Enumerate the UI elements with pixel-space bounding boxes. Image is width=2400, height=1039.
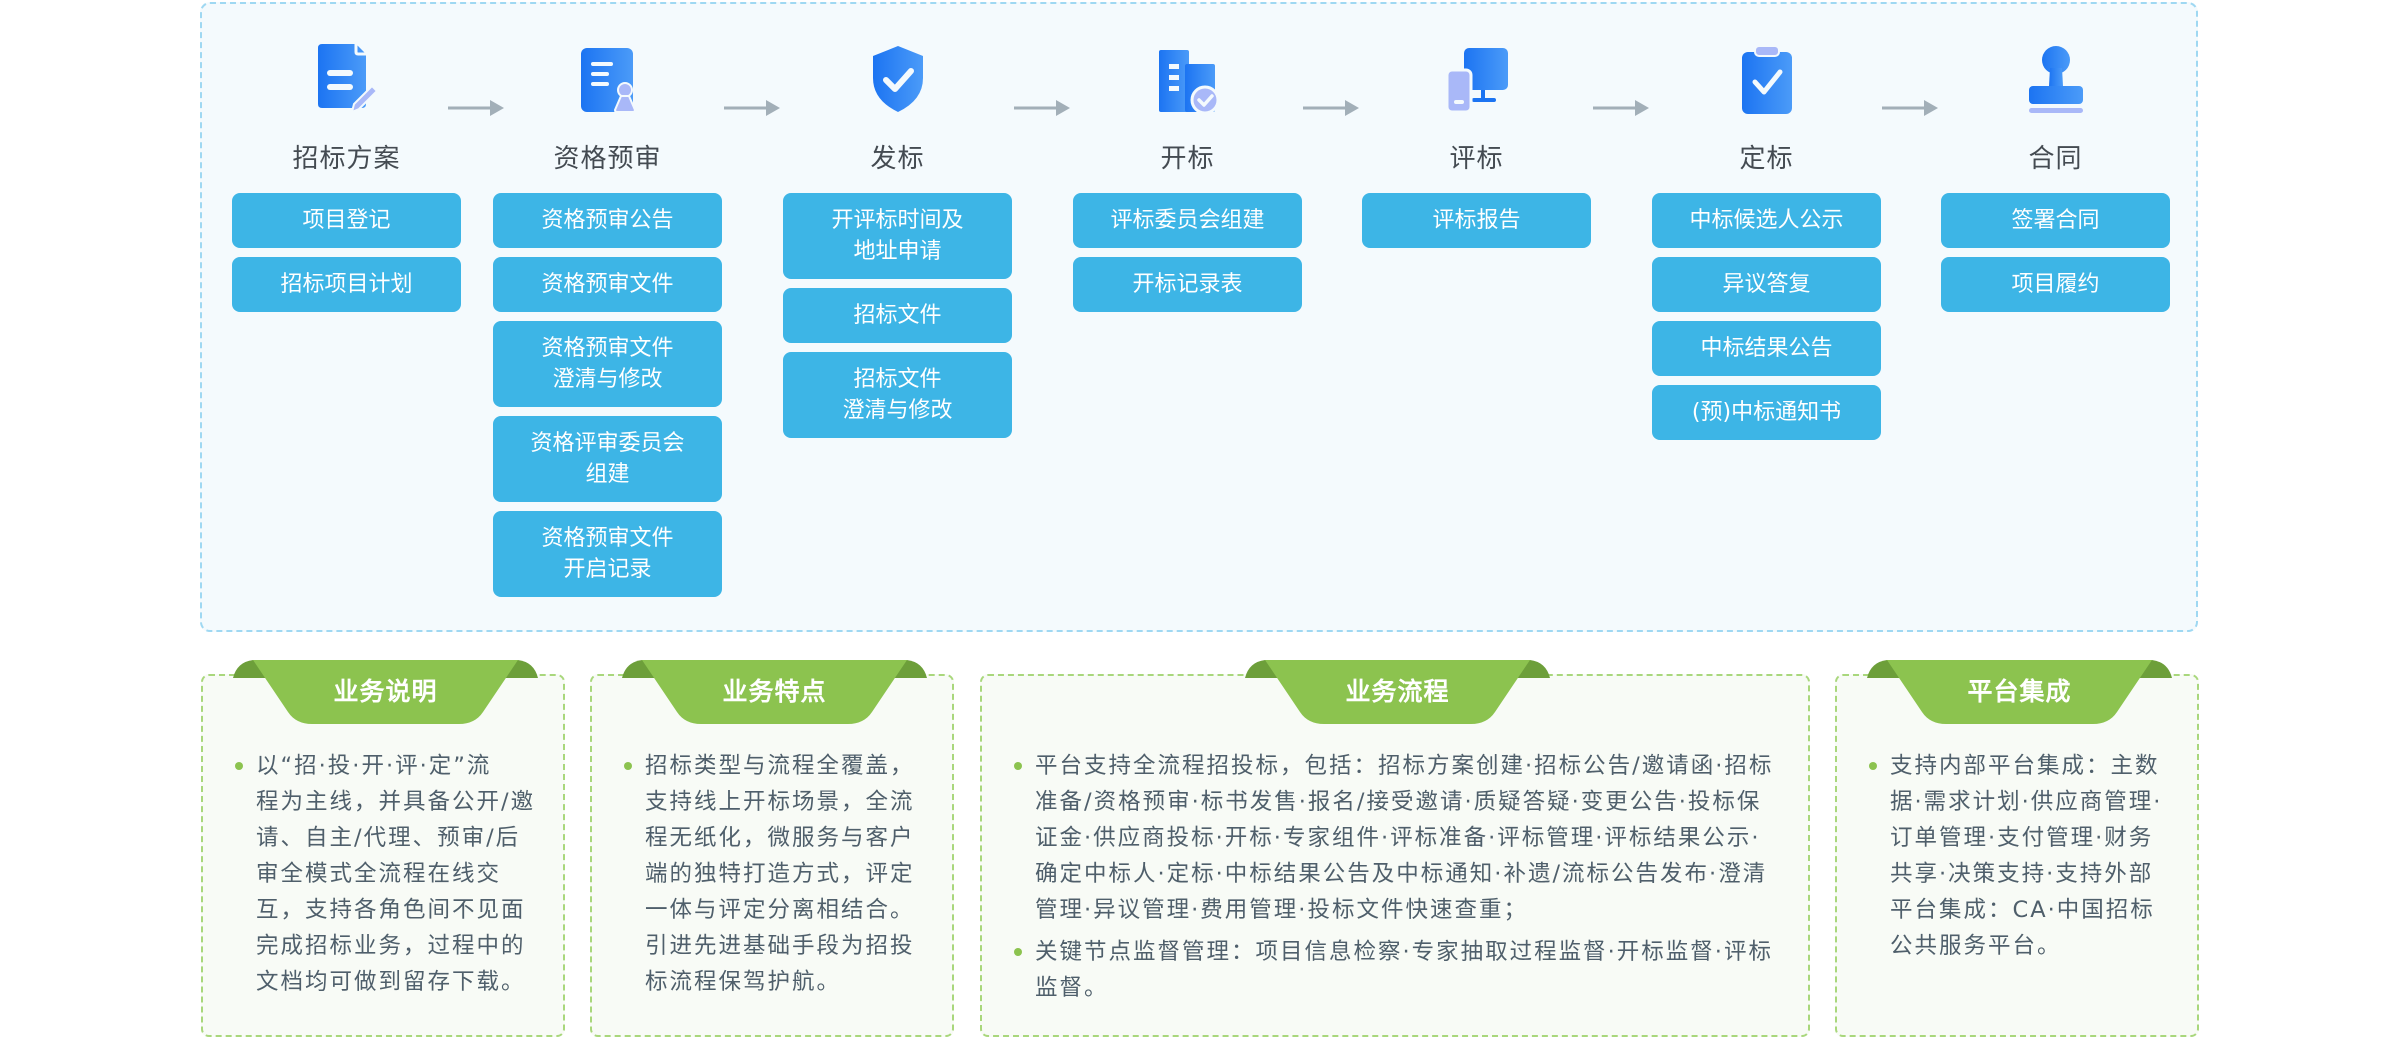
step-button[interactable]: (预)中标通知书 [1652, 385, 1881, 440]
step-button[interactable]: 资格预审文件 开启记录 [493, 511, 722, 597]
step-button[interactable]: 资格预审文件 [493, 257, 722, 312]
bullet-dot-icon [235, 762, 243, 770]
stage-step-list: 评标报告 [1362, 193, 1591, 257]
bullet-text: 以“招·投·开·评·定”流 程为主线，并具备公开/邀 请、自主/代理、预审/后 … [256, 753, 536, 995]
arrow-right-icon [448, 98, 506, 118]
ribbon-header: 业务特点 [622, 660, 927, 726]
bullet-dot-icon [1869, 762, 1877, 770]
card-title: 业务特点 [722, 677, 827, 706]
card-title: 业务说明 [333, 677, 438, 706]
ribbon-header: 平台集成 [1867, 660, 2172, 726]
step-button[interactable]: 中标结果公告 [1652, 321, 1881, 376]
bullet-item: 平台支持全流程招投标，包括：招标方案创建·招标公告/邀请函·招标 准备/资格预审… [1012, 748, 1782, 928]
document-edit-icon [314, 42, 380, 118]
clipboard-check-icon [1734, 42, 1800, 118]
stamp-icon [2023, 42, 2089, 118]
stage-title: 合同 [2028, 144, 2083, 174]
step-button[interactable]: 签署合同 [1941, 193, 2170, 248]
stage-title: 开标 [1160, 144, 1215, 174]
bullet-text: 平台支持全流程招投标，包括：招标方案创建·招标公告/邀请函·招标 准备/资格预审… [1035, 753, 1774, 923]
card-body: 支持内部平台集成：主数 据·需求计划·供应商管理· 订单管理·支付管理·财务 共… [1867, 748, 2171, 970]
info-card: 业务流程平台支持全流程招投标，包括：招标方案创建·招标公告/邀请函·招标 准备/… [980, 660, 1810, 1037]
shield-check-icon [865, 42, 931, 118]
bullet-item: 关键节点监督管理：项目信息检察·专家抽取过程监督·开标监督·评标 监督。 [1012, 934, 1782, 1006]
document-stamp-icon [575, 42, 641, 118]
step-button[interactable]: 中标候选人公示 [1652, 193, 1881, 248]
arrow-right-icon [1303, 98, 1361, 118]
step-button[interactable]: 招标文件 [783, 288, 1012, 343]
step-button[interactable]: 资格评审委员会 组建 [493, 416, 722, 502]
bullet-dot-icon [1014, 762, 1022, 770]
stage-step-list: 项目登记招标项目计划 [232, 193, 461, 321]
bullet-dot-icon [1014, 948, 1022, 956]
card-title: 平台集成 [1967, 677, 2072, 706]
step-button[interactable]: 评标报告 [1362, 193, 1591, 248]
step-button[interactable]: 开标记录表 [1073, 257, 1302, 312]
stage-title: 资格预审 [553, 144, 662, 174]
info-card: 业务特点招标类型与流程全覆盖， 支持线上开标场景，全流 程无纸化，微服务与客户 … [590, 660, 954, 1037]
card-body: 平台支持全流程招投标，包括：招标方案创建·招标公告/邀请函·招标 准备/资格预审… [1012, 748, 1782, 1012]
bullet-text: 关键节点监督管理：项目信息检察·专家抽取过程监督·开标监督·评标 监督。 [1035, 939, 1773, 1001]
ribbon-header: 业务说明 [233, 660, 538, 726]
bullet-dot-icon [624, 762, 632, 770]
arrow-right-icon [1014, 98, 1072, 118]
card-body: 招标类型与流程全覆盖， 支持线上开标场景，全流 程无纸化，微服务与客户 端的独特… [622, 748, 926, 1006]
step-button[interactable]: 开评标时间及 地址申请 [783, 193, 1012, 279]
stage-title: 评标 [1449, 144, 1504, 174]
bullet-item: 招标类型与流程全覆盖， 支持线上开标场景，全流 程无纸化，微服务与客户 端的独特… [622, 748, 926, 1000]
card-title: 业务流程 [1345, 677, 1450, 706]
bullet-text: 支持内部平台集成：主数 据·需求计划·供应商管理· 订单管理·支付管理·财务 共… [1890, 753, 2163, 959]
step-button[interactable]: 资格预审公告 [493, 193, 722, 248]
step-button[interactable]: 招标项目计划 [232, 257, 461, 312]
building-check-icon [1155, 42, 1221, 118]
stage-step-list: 资格预审公告资格预审文件资格预审文件 澄清与修改资格评审委员会 组建资格预审文件… [493, 193, 722, 606]
stage-title: 招标方案 [292, 144, 401, 174]
stage-title: 发标 [870, 144, 925, 174]
stage-step-list: 开评标时间及 地址申请招标文件招标文件 澄清与修改 [783, 193, 1012, 447]
arrow-right-icon [724, 98, 782, 118]
stage-step-list: 评标委员会组建开标记录表 [1073, 193, 1302, 321]
arrow-right-icon [1593, 98, 1651, 118]
step-button[interactable]: 资格预审文件 澄清与修改 [493, 321, 722, 407]
info-card: 业务说明以“招·投·开·评·定”流 程为主线，并具备公开/邀 请、自主/代理、预… [201, 660, 565, 1037]
step-button[interactable]: 评标委员会组建 [1073, 193, 1302, 248]
stage-step-list: 中标候选人公示异议答复中标结果公告 (预)中标通知书 [1652, 193, 1881, 449]
stage-step-list: 签署合同项目履约 [1941, 193, 2170, 321]
info-card: 平台集成支持内部平台集成：主数 据·需求计划·供应商管理· 订单管理·支付管理·… [1835, 660, 2199, 1037]
step-button[interactable]: 项目登记 [232, 193, 461, 248]
bullet-text: 招标类型与流程全覆盖， 支持线上开标场景，全流 程无纸化，微服务与客户 端的独特… [645, 753, 915, 995]
step-button[interactable]: 招标文件 澄清与修改 [783, 352, 1012, 438]
stage-title: 定标 [1739, 144, 1794, 174]
step-button[interactable]: 项目履约 [1941, 257, 2170, 312]
devices-icon [1444, 42, 1510, 118]
ribbon-header: 业务流程 [1245, 660, 1550, 726]
bullet-item: 支持内部平台集成：主数 据·需求计划·供应商管理· 订单管理·支付管理·财务 共… [1867, 748, 2171, 964]
card-body: 以“招·投·开·评·定”流 程为主线，并具备公开/邀 请、自主/代理、预审/后 … [233, 748, 537, 1006]
bullet-item: 以“招·投·开·评·定”流 程为主线，并具备公开/邀 请、自主/代理、预审/后 … [233, 748, 537, 1000]
step-button[interactable]: 异议答复 [1652, 257, 1881, 312]
arrow-right-icon [1882, 98, 1940, 118]
